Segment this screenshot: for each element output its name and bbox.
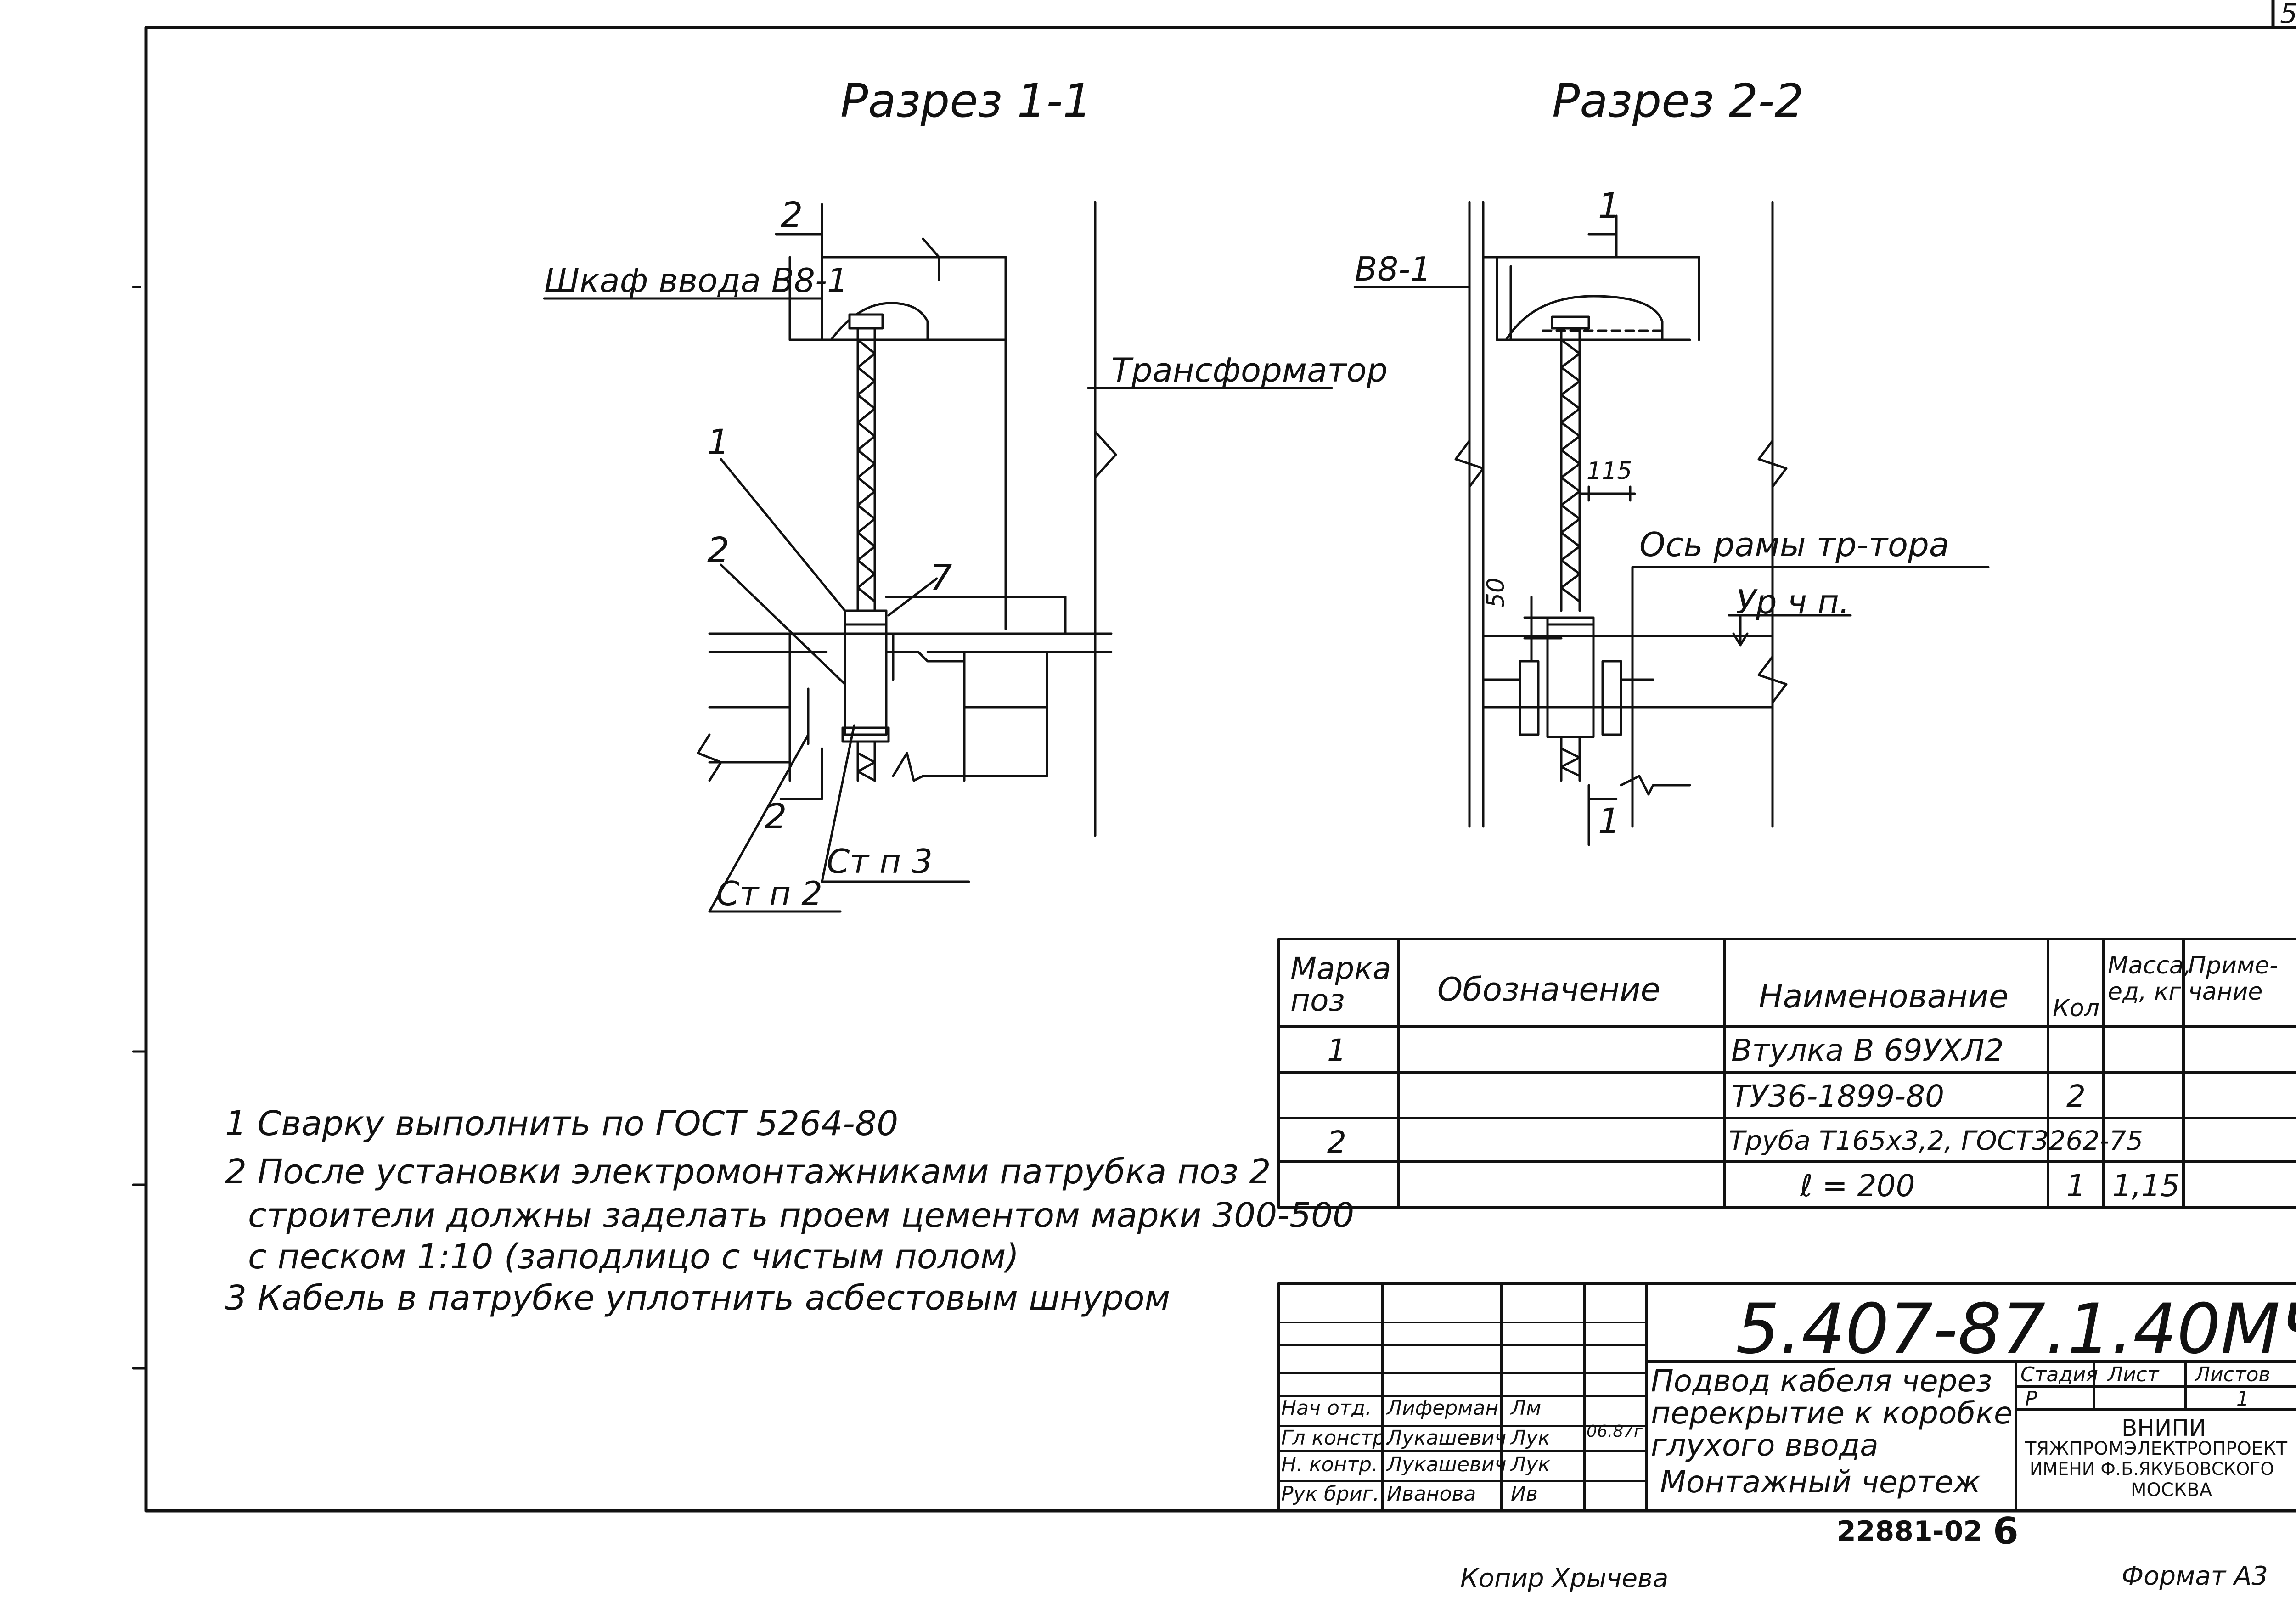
bb1-label: В8-1 [1355, 250, 1431, 288]
title-block-grid [1277, 1282, 2296, 1512]
signer-3-signature: Лук [1511, 1453, 1550, 1476]
position-weld-callout: 7 [930, 557, 952, 598]
sheets-value: 1 [2236, 1387, 2249, 1411]
steel-2-label: Ст п 2 [716, 874, 822, 913]
spec-row-4-qty: 1 [2066, 1168, 2086, 1204]
signer-4-role: Рук бриг. [1281, 1482, 1379, 1506]
spec-header-name: Наименование [1759, 978, 2009, 1015]
section-1-1-cut-bottom: 2 [765, 796, 787, 837]
note-3: 3 Кабель в патрубке уплотнить асбестовым… [225, 1278, 1171, 1318]
spec-row-3-mark: 2 [1327, 1125, 1346, 1160]
document-title-line-1: Подвод кабеля через [1651, 1363, 1992, 1399]
floor-level-label: Ур ч п. [1736, 583, 1850, 621]
signer-2-role: Гл констр. [1281, 1426, 1392, 1450]
sheet-label: Лист [2108, 1363, 2159, 1386]
copied-by: Копир Хрычева [1460, 1564, 1669, 1593]
signer-3-role: Н. контр. [1281, 1453, 1378, 1476]
section-2-2-cut-top: 1 [1598, 185, 1621, 226]
note-2-continued-2: с песком 1:10 (заподлицо с чистым полом) [248, 1237, 1019, 1277]
spec-row-3-name: Труба Т165х3,2, ГОСТ3262-75 [1729, 1125, 2144, 1156]
sheets-label: Листов [2195, 1363, 2271, 1386]
org-name-3: ИМЕНИ Ф.Б.ЯКУБОВСКОГО [2030, 1459, 2274, 1479]
spec-header-mark: Марка поз [1290, 951, 1391, 1018]
section-2-2-cut-bottom: 1 [1598, 800, 1621, 841]
note-2: 2 После установки электромонтажниками па… [225, 1152, 1271, 1192]
position-2-callout: 2 [707, 529, 730, 570]
document-title-line-3: глухого ввода [1651, 1428, 1879, 1463]
spec-row-2-name: ТУ36-1899-80 [1731, 1079, 1945, 1114]
signer-2-name: Лукашевич [1387, 1426, 1507, 1450]
document-title-line-2: перекрытие к коробке [1651, 1395, 2013, 1431]
stage-value: Р [2025, 1387, 2037, 1411]
transformer-label: Трансформатор [1111, 351, 1388, 389]
dimension-115: 115 [1587, 457, 1632, 485]
page-number: 6 [1993, 1510, 2019, 1552]
section-1-1-title: Разрез 1-1 [840, 74, 1092, 128]
position-1-callout: 1 [707, 422, 730, 462]
spec-table-grid [1277, 938, 2296, 1209]
spec-row-1-name: Втулка В 69УХЛ2 [1731, 1033, 2004, 1068]
sheet-corner-number: 5 [2280, 0, 2296, 30]
approval-date: 06.87г [1587, 1422, 1643, 1441]
org-name-4: МОСКВА [2131, 1479, 2212, 1501]
document-title-line-4: Монтажный чертеж [1660, 1464, 1981, 1500]
section-2-2-title: Разрез 2-2 [1552, 74, 1804, 128]
spec-row-4-mass: 1,15 [2112, 1168, 2180, 1204]
frame-axis-label: Ось рамы тр-тора [1639, 525, 1949, 564]
dimension-50: 50 [1482, 577, 1510, 608]
cabinet-label: Шкаф ввода В8-1 [544, 261, 848, 300]
spec-row-1-mark: 1 [1327, 1033, 1346, 1068]
org-name-2: ТЯЖПРОМЭЛЕКТРОПРОЕКТ [2025, 1438, 2288, 1459]
signer-2-signature: Лук [1511, 1426, 1550, 1450]
note-1: 1 Сварку выполнить по ГОСТ 5264-80 [225, 1104, 899, 1143]
document-number: 5.407-87.1.40МЧ [1736, 1289, 2296, 1369]
spec-header-qty: Кол [2053, 995, 2099, 1022]
signer-4-signature: Ив [1511, 1482, 1538, 1506]
section-1-1-cut-top: 2 [781, 194, 803, 235]
signer-1-role: Нач отд. [1281, 1396, 1372, 1420]
signer-3-name: Лукашевич [1387, 1453, 1507, 1476]
section-2-2-drawing [1353, 201, 1990, 846]
spec-header-mass: Масса, ед, кг [2108, 952, 2192, 1006]
sheet-format: Формат А3 [2122, 1561, 2268, 1591]
inventory-number: 22881-02 [1837, 1515, 1983, 1547]
spec-row-4-name: ℓ = 200 [1800, 1168, 1915, 1204]
spec-header-note: Приме- чание [2188, 952, 2278, 1006]
steel-3-label: Ст п 3 [827, 842, 933, 881]
org-name-1: ВНИПИ [2122, 1415, 2206, 1441]
margin-ticks [132, 286, 147, 1370]
note-2-continued-1: строители должны заделать проем цементом… [248, 1196, 1355, 1235]
signer-1-name: Лиферман [1387, 1396, 1499, 1420]
section-1-1-drawing [543, 201, 1333, 913]
spec-row-2-qty: 2 [2066, 1079, 2086, 1114]
stage-label: Стадия [2020, 1363, 2098, 1386]
spec-header-designation: Обозначение [1437, 971, 1660, 1008]
signer-1-signature: Лм [1511, 1396, 1542, 1420]
signer-4-name: Иванова [1387, 1482, 1476, 1506]
